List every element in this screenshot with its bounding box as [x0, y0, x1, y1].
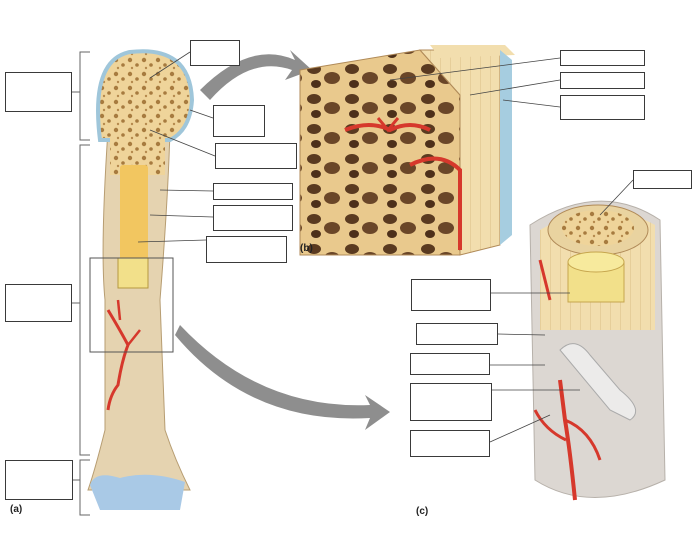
label-box-b-spongy[interactable] — [560, 50, 645, 66]
label-box-c-compact[interactable] — [633, 170, 692, 189]
spongy-bone-block — [299, 45, 515, 256]
label-box-proximal-epiphysis[interactable] — [5, 72, 72, 112]
detail-frame — [89, 257, 174, 353]
label-box-c-endosteum[interactable] — [416, 323, 498, 345]
label-box-b-compact[interactable] — [560, 72, 645, 89]
label-box-periosteum-a[interactable] — [215, 143, 297, 169]
label-box-diaphysis[interactable] — [5, 284, 72, 322]
label-box-c-sharpey-fibers[interactable] — [410, 383, 492, 421]
panel-label-c: (c) — [416, 506, 429, 517]
leader-lines — [137, 51, 634, 443]
panel-label-a: (a) — [10, 504, 23, 515]
label-box-c-yellow-marrow[interactable] — [411, 279, 491, 311]
left-brackets — [72, 51, 90, 516]
label-box-spongy-bone[interactable] — [190, 40, 240, 66]
label-box-medullary-cavity[interactable] — [213, 205, 293, 231]
panel-label-b: (b) — [300, 243, 313, 254]
label-box-yellow-marrow[interactable] — [206, 236, 287, 263]
label-box-distal-epiphysis[interactable] — [5, 460, 73, 500]
label-box-c-artery[interactable] — [410, 430, 490, 457]
label-box-b-periosteum[interactable] — [560, 95, 645, 120]
diaphysis-section — [529, 200, 666, 501]
label-box-compact-bone[interactable] — [213, 183, 293, 200]
arrow-to-b — [200, 50, 312, 100]
label-box-c-periosteum[interactable] — [410, 353, 490, 375]
long-bone — [87, 49, 195, 510]
label-box-epiphyseal-line[interactable] — [213, 105, 265, 137]
arrow-to-c — [175, 325, 390, 430]
